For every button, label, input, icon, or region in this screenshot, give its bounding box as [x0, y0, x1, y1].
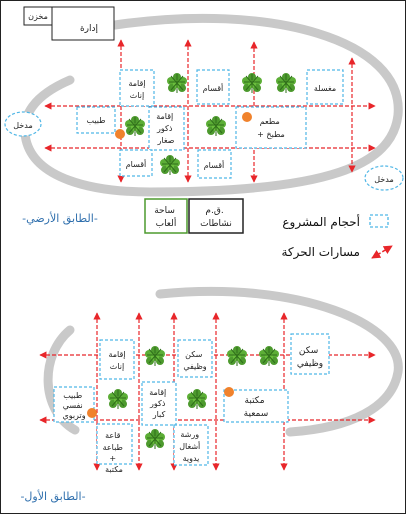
first-floor-title: -الطابق الأول-	[20, 489, 85, 504]
playground-label: ساحة ألعاب	[154, 206, 178, 229]
departments-label-1: أقسام	[203, 83, 224, 93]
doctor-box	[76, 106, 116, 134]
admin-box	[51, 6, 115, 41]
playground-box	[144, 198, 188, 234]
tree-icon	[205, 115, 227, 137]
ground-floor-title: -الطابق الأرضي-	[22, 211, 98, 226]
job-housing-box-1	[177, 339, 213, 378]
departments-label-3: أقسام	[204, 160, 225, 170]
entrance-left-label: مدخل	[13, 121, 33, 130]
ground-floor-site-outline	[20, 13, 403, 197]
psych-doctor-label: طبيب نفسي وتربوي	[62, 391, 85, 420]
laundry-box	[306, 69, 344, 105]
tree-icon	[258, 345, 280, 367]
orange-dot-icon	[224, 387, 234, 397]
tree-icon	[241, 72, 263, 94]
legend-volume-swatch	[369, 214, 389, 228]
laundry-label: مغسلة	[314, 84, 336, 93]
tree-icon	[159, 154, 181, 176]
workshops-label: ورشة أشغال يدوية	[179, 430, 203, 463]
doctor-label: طبيب	[86, 116, 105, 125]
departments-box-1	[196, 69, 230, 105]
legend-circulation-label: مسارات الحركة	[281, 245, 360, 260]
psych-doctor-box	[53, 386, 95, 423]
entrance-right-label: مدخل	[374, 175, 394, 184]
admin-label: إدارة	[80, 24, 98, 34]
entrance-right	[364, 165, 404, 191]
departments-box-3	[197, 149, 232, 179]
boys-housing-old-label: إقامة ذكور كبار	[149, 388, 169, 419]
departments-label-2: أقسام	[126, 159, 147, 169]
workshops-box	[173, 424, 209, 466]
tree-icon	[144, 428, 166, 450]
tree-icon	[107, 388, 129, 410]
orange-dot-icon	[115, 129, 125, 139]
girls-housing-box	[119, 69, 155, 107]
storage-label: مخزن	[28, 12, 48, 21]
tree-icon	[186, 388, 208, 410]
entrance-left	[4, 111, 42, 137]
tree-icon	[144, 345, 166, 367]
tree-icon	[275, 72, 297, 94]
boys-housing-young-box	[148, 106, 185, 151]
tree-icon	[226, 345, 248, 367]
lecture-hall-box	[96, 423, 133, 465]
orange-dot-icon	[242, 112, 252, 122]
boys-housing-old-box	[141, 381, 177, 426]
audio-library-label: مكتبة سمعية	[244, 396, 269, 419]
restaurant-label: مطعم + مطبخ	[257, 117, 285, 139]
tree-icon	[166, 72, 188, 94]
boys-housing-young-label: إقامة ذكور صغار	[156, 112, 176, 145]
job-housing-label-1: سكن وظيفي	[183, 350, 206, 371]
girls-housing-box-2	[99, 339, 135, 380]
activities-box	[188, 198, 244, 234]
lecture-hall-label: قاعة طباعة + مكتبة	[103, 431, 126, 474]
job-housing-box-2	[290, 333, 330, 375]
departments-box-2	[119, 149, 153, 177]
activities-label: ق.م. نشاطات	[200, 206, 232, 229]
tree-icon	[124, 115, 146, 137]
orange-dot-icon	[87, 408, 97, 418]
circulation-arrow-icon	[371, 245, 393, 259]
job-housing-label-2: سكن وظيفي	[297, 346, 323, 369]
legend-volumes-label: أحجام المشروع	[282, 214, 360, 230]
audio-library-box	[223, 389, 289, 423]
